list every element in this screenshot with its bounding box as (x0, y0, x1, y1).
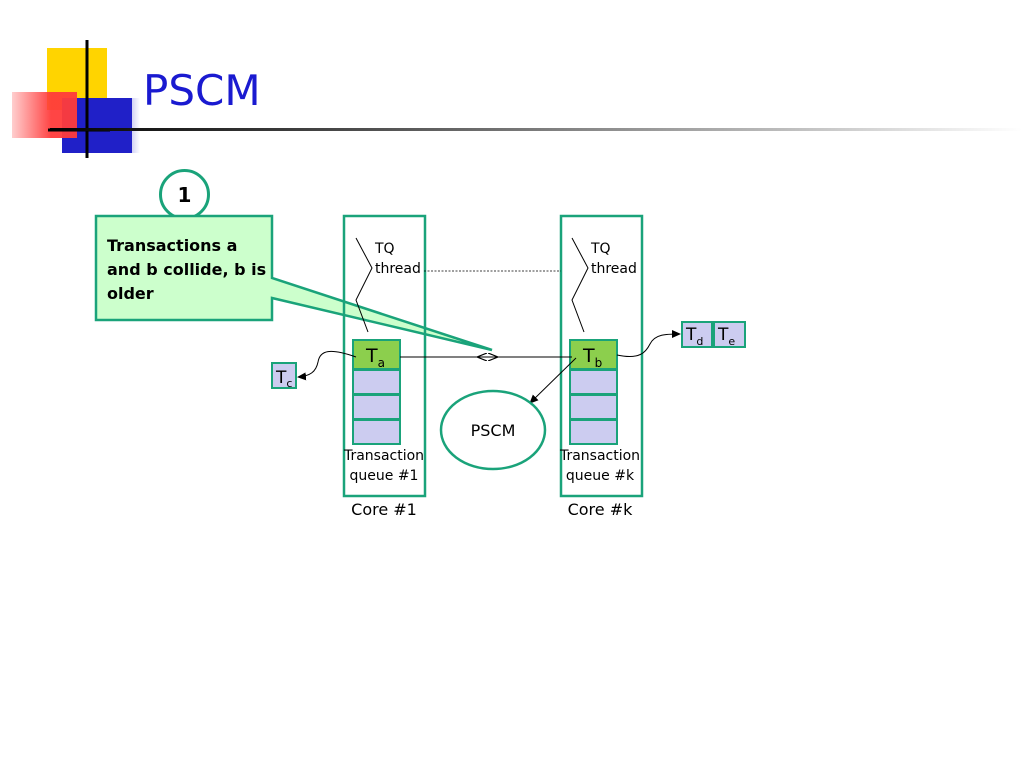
txn-a-to-txn-c-arrow (297, 350, 357, 381)
core-1-queue-label: queue #1 (350, 468, 419, 484)
txn-c-label: Tc (275, 368, 292, 390)
txn-b-to-txn-d-arrow (616, 330, 681, 358)
core-k-queue-slot (569, 369, 618, 395)
core-k-queue-label: Transaction (559, 448, 640, 464)
callout-bubble (94, 214, 493, 352)
core-k-queue-slot (569, 419, 618, 445)
core-k: TQ thread Tb Transaction queue #k Core #… (559, 214, 644, 519)
core-k-thread-label: thread (591, 261, 637, 277)
core-k-thread-label: TQ (590, 241, 611, 257)
core-k-label: Core #k (568, 500, 634, 519)
txn-d-label: Td (685, 325, 703, 348)
core-1-label: Core #1 (351, 500, 417, 519)
txn-b-label: Tb (582, 345, 602, 370)
core-1-frame (342, 214, 427, 498)
core-1-thread-label: TQ (374, 241, 395, 257)
page-title: PSCM (143, 66, 261, 115)
core-1-queue-slot (352, 394, 401, 420)
txn-b-to-pscm-arrow (529, 357, 577, 404)
txn-a-label: Ta (365, 345, 385, 370)
txn-c-box (271, 362, 297, 389)
txn-e-box (713, 321, 746, 348)
txn-e-label: Te (717, 325, 735, 348)
core-1-thread-squiggle (355, 237, 373, 333)
txn-d-box (681, 321, 713, 348)
core-1-thread-label: thread (375, 261, 421, 277)
pscm-node (439, 389, 547, 471)
core-k-queue-slot (569, 394, 618, 420)
core-k-queue-label: queue #k (566, 468, 635, 484)
pscm-label: PSCM (471, 421, 516, 440)
core-k-head-slot (569, 339, 618, 370)
core-k-thread-squiggle (571, 237, 589, 333)
core-1-queue-slot (352, 369, 401, 395)
title-divider (50, 128, 1022, 131)
core-1: TQ thread Ta Transaction queue #1 Core #… (342, 214, 427, 519)
core-1-queue-slot (352, 419, 401, 445)
core-1-queue-label: Transaction (343, 448, 424, 464)
logo-blue-fade (100, 98, 140, 153)
core-k-frame (559, 214, 644, 498)
callout-text: Transactions a and b collide, b is older (107, 236, 267, 303)
